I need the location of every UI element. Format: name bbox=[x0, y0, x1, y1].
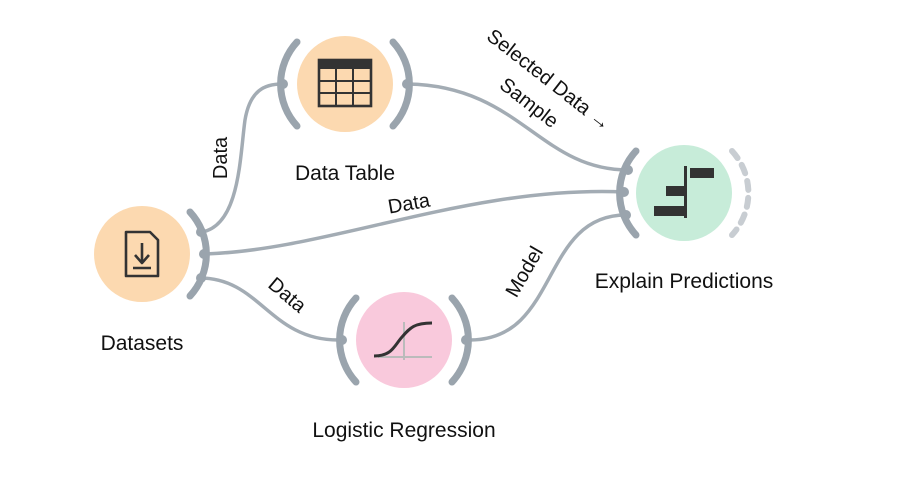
link-table-to-explain[interactable] bbox=[407, 82, 629, 172]
node-data-table-circle[interactable] bbox=[297, 36, 393, 132]
table-icon bbox=[317, 58, 373, 108]
node-data-table[interactable] bbox=[277, 36, 413, 132]
node-label-data-table: Data Table bbox=[295, 162, 395, 185]
link-regression-to-explain[interactable] bbox=[469, 213, 627, 342]
node-logistic-regression[interactable] bbox=[336, 292, 472, 388]
sigmoid-curve-icon bbox=[373, 321, 433, 360]
node-label-logistic-regression: Logistic Regression bbox=[312, 419, 495, 442]
node-datasets[interactable] bbox=[94, 206, 210, 302]
link-datasets-to-table[interactable] bbox=[201, 82, 283, 234]
file-download-icon bbox=[124, 230, 160, 278]
bar-chart-icon bbox=[654, 166, 714, 218]
node-label-explain-predictions: Explain Predictions bbox=[595, 270, 774, 293]
link-datasets-to-explain[interactable] bbox=[204, 189, 626, 256]
link-label-datasets-to-table: Data bbox=[210, 136, 232, 179]
node-label-datasets: Datasets bbox=[101, 332, 184, 355]
link-datasets-to-regression[interactable] bbox=[199, 276, 339, 342]
node-explain-predictions[interactable] bbox=[616, 145, 752, 241]
node-explain-predictions-output-arc bbox=[729, 148, 752, 238]
